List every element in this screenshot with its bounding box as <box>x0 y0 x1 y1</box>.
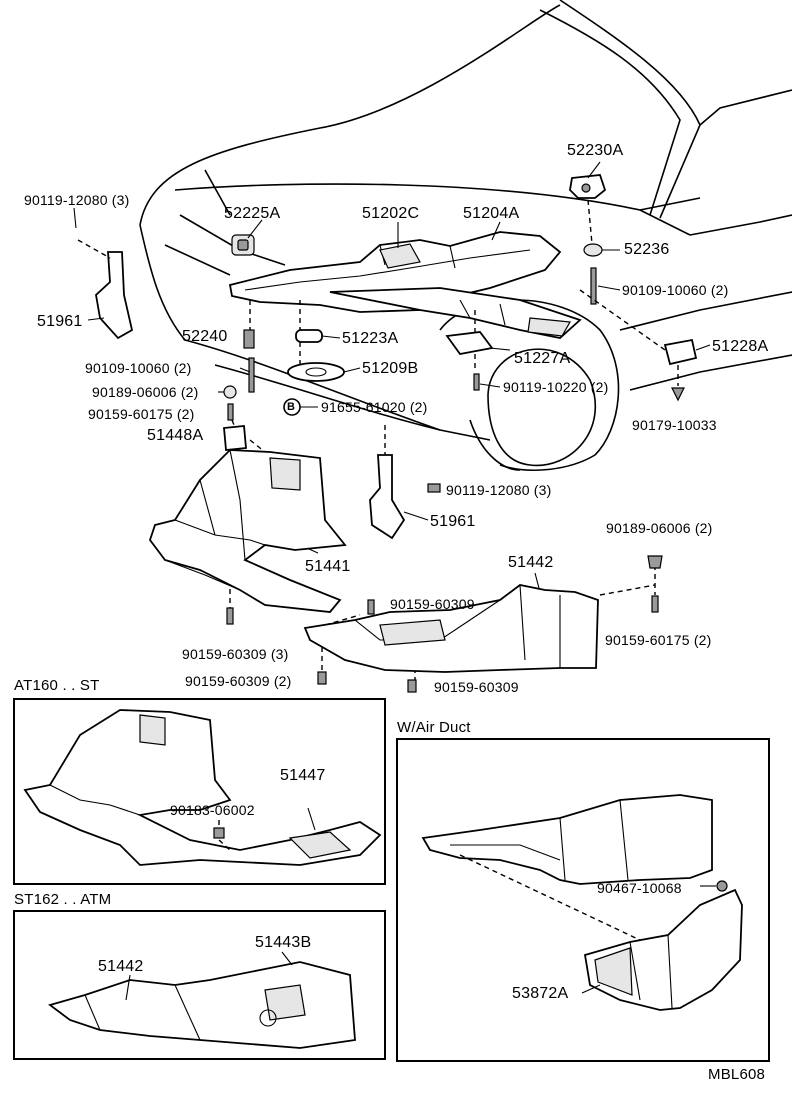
at160-nut-90183-06002 <box>213 827 225 839</box>
label-52236: 52236 <box>624 241 670 258</box>
bolt-90159-60175-left <box>227 403 234 421</box>
label-90183-06002: 90183-06002 <box>170 802 255 818</box>
label-91655-61020-2: 91655-61020 (2) <box>321 399 428 415</box>
label-90179-10033: 90179-10033 <box>632 417 717 433</box>
label-51202C: 51202C <box>362 205 420 222</box>
label-52230A: 52230A <box>567 142 624 159</box>
label-51209B: 51209B <box>362 360 419 377</box>
cross-member-51202C <box>228 231 582 339</box>
retainer-51223A <box>295 329 323 343</box>
diagram-code: MBL608 <box>708 1066 766 1083</box>
bracket-51961-left <box>95 251 134 340</box>
label-52225A: 52225A <box>224 205 281 222</box>
clip-90179-10033 <box>671 387 685 402</box>
label-90159-60309-bottom: 90159-60309 <box>434 679 519 695</box>
mount-52230A <box>569 174 607 199</box>
label-90119-10220-2: 90119-10220 (2) <box>503 379 609 395</box>
label-51204A: 51204A <box>463 205 520 222</box>
bracket-51448A <box>223 425 247 451</box>
label-51447: 51447 <box>280 767 326 784</box>
label-90159-60309-2: 90159-60309 (2) <box>185 673 292 689</box>
label-51442-box: 51442 <box>98 958 144 975</box>
label-90109-10060-2-right: 90109-10060 (2) <box>622 282 729 298</box>
label-51441: 51441 <box>305 558 351 575</box>
pad-51228A <box>663 338 698 366</box>
air-duct-box <box>396 738 770 1062</box>
air-duct-panel <box>421 794 713 885</box>
plate-51209B <box>287 362 345 382</box>
mount-52225A <box>231 234 255 256</box>
bolt-90159-60309-bottom <box>407 679 417 693</box>
car-body-outline <box>139 0 792 471</box>
bolt-90159-60309-left <box>226 607 234 625</box>
bolt-90119-10220 <box>473 373 480 391</box>
label-90119-12080-3-mid: 90119-12080 (3) <box>446 482 552 498</box>
air-duct-53872A <box>583 888 743 1011</box>
label-90189-06006-2-right: 90189-06006 (2) <box>606 520 713 536</box>
undercover-51441 <box>148 449 347 613</box>
section-title-st162: ST162 . . ATM <box>14 891 112 908</box>
label-51961-left: 51961 <box>37 313 83 330</box>
st162-box <box>13 910 386 1060</box>
bolt-90109-10060-left <box>248 357 255 393</box>
label-90467-10068: 90467-10068 <box>597 880 682 896</box>
label-53872A: 53872A <box>512 985 569 1002</box>
section-title-air-duct: W/Air Duct <box>397 719 471 736</box>
label-51227A: 51227A <box>514 350 571 367</box>
bolt-90159-60309-left2 <box>317 671 327 685</box>
clip-90467-10068 <box>716 880 728 892</box>
bolt-52240 <box>243 329 255 349</box>
label-51223A: 51223A <box>342 330 399 347</box>
at160-undercover <box>23 709 382 866</box>
nut-90189-06006-left <box>223 385 237 399</box>
label-90159-60175-2-right: 90159-60175 (2) <box>605 632 712 648</box>
cushion-52236 <box>583 243 603 257</box>
label-90109-10060-2-left: 90109-10060 (2) <box>85 360 192 376</box>
at160-box <box>13 698 386 885</box>
st162-undercover <box>48 961 356 1049</box>
label-51448A: 51448A <box>147 427 204 444</box>
label-52240: 52240 <box>182 328 228 345</box>
bracket-51961-mid <box>369 454 406 540</box>
bolt-90119-12080-mid <box>427 483 441 493</box>
label-51228A: 51228A <box>712 338 769 355</box>
label-90159-60175-2-left: 90159-60175 (2) <box>88 406 195 422</box>
label-51443B: 51443B <box>255 934 312 951</box>
undercover-51442-main <box>303 584 599 673</box>
clip-51227A <box>445 331 494 355</box>
label-90159-60309-mid: 90159-60309 <box>390 596 475 612</box>
box-leader-lines <box>125 807 716 1001</box>
label-51961-mid: 51961 <box>430 513 476 530</box>
label-90119-12080-3-top: 90119-12080 (3) <box>24 192 130 208</box>
label-90189-06006-2-left: 90189-06006 (2) <box>92 384 199 400</box>
section-title-at160: AT160 . . ST <box>14 677 100 694</box>
label-90159-60309-3: 90159-60309 (3) <box>182 646 289 662</box>
bolt-90159-60175-right <box>651 595 659 613</box>
label-51442-main: 51442 <box>508 554 554 571</box>
bolt-90109-10060-right <box>590 267 597 305</box>
nut-90189-06006-right <box>647 555 663 569</box>
marker-b: B <box>287 401 296 413</box>
bolt-90159-60309-mid <box>367 599 375 615</box>
